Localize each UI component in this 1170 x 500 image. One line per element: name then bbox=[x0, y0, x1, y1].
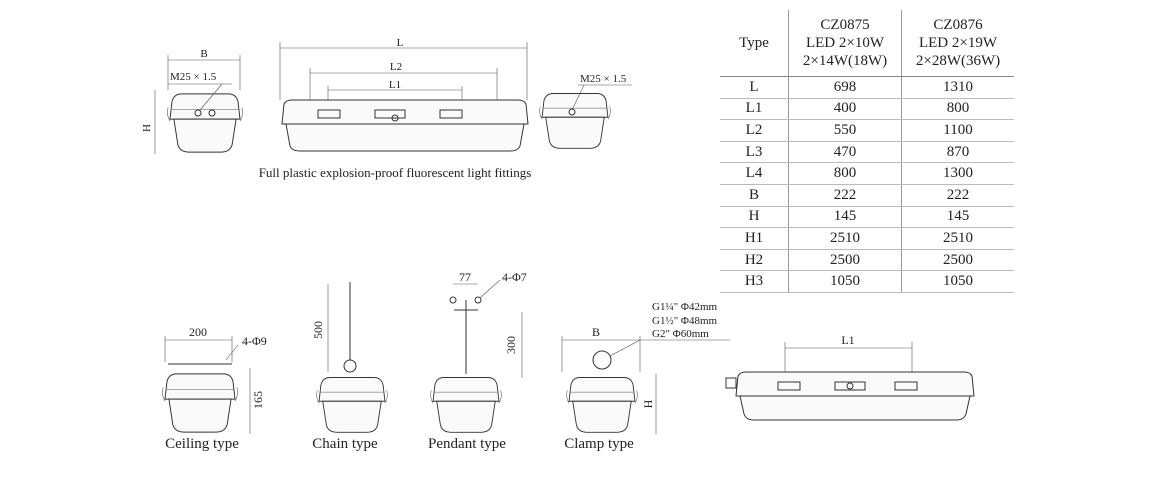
cell-value: 870 bbox=[901, 141, 1014, 164]
cell-value: 222 bbox=[788, 184, 902, 207]
pendant-type-drawing: 77 4-Φ7 300 Pendant type bbox=[428, 270, 527, 452]
dim-l1-label: L1 bbox=[389, 79, 401, 91]
clamp-type-drawing: B H G1¼" Φ42mm G1½" Φ48mm G2" Φ60mm Clam… bbox=[561, 301, 730, 452]
chain-length: 500 bbox=[311, 321, 325, 339]
cell-value: 2510 bbox=[901, 227, 1014, 250]
cell-value: 800 bbox=[788, 162, 902, 185]
clamp-dim-h: H bbox=[641, 399, 655, 408]
clamp-dim-b: B bbox=[592, 325, 600, 339]
row-label: B bbox=[720, 184, 789, 207]
end-view-left: B M25 × 1.5 H bbox=[141, 48, 244, 154]
cell-value: 800 bbox=[901, 98, 1014, 121]
cell-value: 2500 bbox=[788, 249, 902, 272]
ceiling-width: 200 bbox=[189, 325, 207, 339]
dim-l2-label: L2 bbox=[390, 61, 402, 73]
end-view-right: M25 × 1.5 bbox=[539, 73, 632, 149]
row-label: H2 bbox=[720, 249, 789, 272]
cell-value: 1310 bbox=[901, 76, 1014, 99]
ceiling-holes: 4-Φ9 bbox=[242, 334, 267, 348]
pipe-spec-3: G2" Φ60mm bbox=[652, 328, 709, 340]
row-label: L4 bbox=[720, 162, 789, 185]
row-label: L1 bbox=[720, 98, 789, 121]
row-label: H bbox=[720, 206, 789, 229]
cell-value: 550 bbox=[788, 119, 902, 142]
cell-value: 1300 bbox=[901, 162, 1014, 185]
caption-chain: Chain type bbox=[312, 436, 378, 452]
model: CZ0875 bbox=[820, 17, 870, 33]
pendant-width: 77 bbox=[459, 270, 471, 284]
caption-pendant: Pendant type bbox=[428, 436, 506, 452]
cell-value: 222 bbox=[901, 184, 1014, 207]
top-caption: Full plastic explosion-proof fluorescent… bbox=[259, 165, 532, 180]
pendant-length: 300 bbox=[504, 336, 518, 354]
pipe-spec-1: G1¼" Φ42mm bbox=[652, 301, 718, 313]
dim-l-label: L bbox=[397, 37, 404, 49]
power-fl: 2×28W(36W) bbox=[915, 53, 1001, 69]
cell-value: 145 bbox=[901, 206, 1014, 229]
pipe-spec-2: G1½" Φ48mm bbox=[652, 315, 718, 327]
side-view-top: L L2 L1 bbox=[279, 37, 529, 152]
cell-value: 470 bbox=[788, 141, 902, 164]
pendant-holes: 4-Φ7 bbox=[502, 270, 527, 284]
chain-type-drawing: 500 Chain type bbox=[311, 282, 388, 452]
cell-value: 2500 bbox=[901, 249, 1014, 272]
power-fl: 2×14W(18W) bbox=[802, 53, 888, 69]
cell-value: 1050 bbox=[901, 270, 1014, 293]
power-led: LED 2×10W bbox=[805, 35, 885, 51]
row-label: L bbox=[720, 76, 789, 99]
power-led: LED 2×19W bbox=[918, 35, 998, 51]
cell-value: 145 bbox=[788, 206, 902, 229]
caption-ceiling: Ceiling type bbox=[165, 436, 239, 452]
model: CZ0876 bbox=[933, 17, 983, 33]
cell-value: 1100 bbox=[901, 119, 1014, 142]
ceiling-height: 165 bbox=[251, 391, 265, 409]
side-view-bottom: L1 bbox=[725, 333, 975, 421]
dim-h-label: H bbox=[141, 124, 153, 132]
cell-value: 698 bbox=[788, 76, 902, 99]
cell-value: 400 bbox=[788, 98, 902, 121]
row-label: H1 bbox=[720, 227, 789, 250]
thread-label-right: M25 × 1.5 bbox=[580, 73, 627, 85]
ceiling-type-drawing: 200 4-Φ9 165 Ceiling type bbox=[161, 325, 267, 452]
cell-value: 2510 bbox=[788, 227, 902, 250]
header-type: Type bbox=[720, 10, 789, 77]
row-label: L3 bbox=[720, 141, 789, 164]
bottom-dim-l1: L1 bbox=[841, 333, 854, 347]
row-label: L2 bbox=[720, 119, 789, 142]
dim-b-label: B bbox=[200, 48, 207, 60]
cell-value: 1050 bbox=[788, 270, 902, 293]
thread-label-left: M25 × 1.5 bbox=[170, 71, 217, 83]
row-label: H3 bbox=[720, 270, 789, 293]
caption-clamp: Clamp type bbox=[564, 436, 634, 452]
